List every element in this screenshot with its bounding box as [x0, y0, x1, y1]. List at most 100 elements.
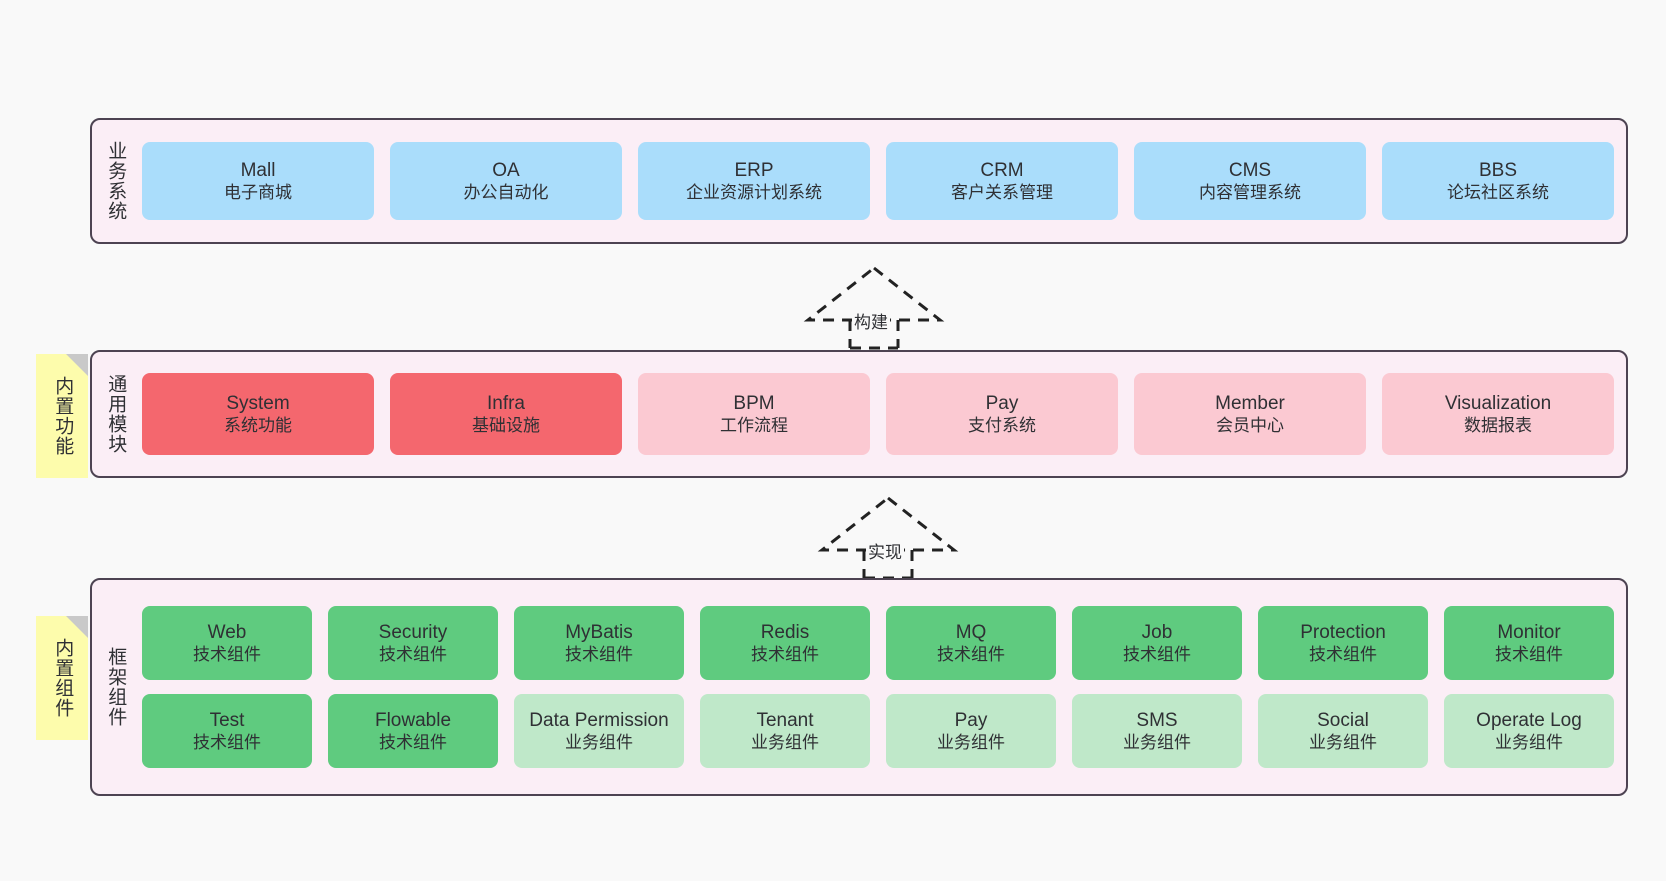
card-pay-module[interactable]: Pay 支付系统: [886, 373, 1118, 455]
card-flowable[interactable]: Flowable 技术组件: [328, 694, 498, 768]
card-infra-en: Infra: [486, 392, 526, 414]
layer-business-system-title: 业务系统: [105, 141, 127, 221]
card-mq[interactable]: MQ 技术组件: [886, 606, 1056, 680]
card-data-permission-zh: 业务组件: [565, 733, 633, 753]
card-bbs-zh: 论坛社区系统: [1447, 183, 1549, 203]
card-data-permission[interactable]: Data Permission 业务组件: [514, 694, 684, 768]
card-flowable-zh: 技术组件: [379, 733, 447, 753]
card-mq-en: MQ: [955, 621, 987, 643]
card-flowable-en: Flowable: [374, 709, 452, 731]
card-redis-en: Redis: [760, 621, 810, 643]
card-mall-zh: 电子商城: [224, 183, 292, 203]
card-web-zh: 技术组件: [193, 645, 261, 665]
arrow-build-label: 构建: [852, 308, 890, 333]
card-test[interactable]: Test 技术组件: [142, 694, 312, 768]
card-pay-component[interactable]: Pay 业务组件: [886, 694, 1056, 768]
card-social-zh: 业务组件: [1309, 733, 1377, 753]
layer-framework-component-cards: Web 技术组件 Security 技术组件 MyBatis 技术组件 Redi…: [138, 580, 1626, 794]
layer-common-module-cards: System 系统功能 Infra 基础设施 BPM 工作流程 Pay 支付系统…: [138, 352, 1626, 476]
card-member-zh: 会员中心: [1216, 416, 1284, 436]
card-sms-en: SMS: [1136, 709, 1178, 731]
card-infra[interactable]: Infra 基础设施: [390, 373, 622, 455]
card-mybatis-en: MyBatis: [565, 621, 633, 643]
framework-row-business: Test 技术组件 Flowable 技术组件 Data Permission …: [142, 694, 1614, 768]
card-pay-module-en: Pay: [985, 392, 1019, 414]
card-visualization-zh: 数据报表: [1464, 416, 1532, 436]
card-mq-zh: 技术组件: [937, 645, 1005, 665]
card-erp-en: ERP: [734, 159, 774, 181]
card-security[interactable]: Security 技术组件: [328, 606, 498, 680]
card-test-en: Test: [209, 709, 245, 731]
card-monitor-en: Monitor: [1497, 621, 1561, 643]
note-builtin-component-text: 内置组件: [52, 638, 74, 718]
card-web-en: Web: [207, 621, 247, 643]
arrow-build: 构建: [800, 262, 948, 350]
card-operate-log-zh: 业务组件: [1495, 733, 1563, 753]
card-monitor-zh: 技术组件: [1495, 645, 1563, 665]
card-redis[interactable]: Redis 技术组件: [700, 606, 870, 680]
card-oa-en: OA: [492, 159, 520, 181]
card-system[interactable]: System 系统功能: [142, 373, 374, 455]
framework-row-technical: Web 技术组件 Security 技术组件 MyBatis 技术组件 Redi…: [142, 606, 1614, 680]
card-pay-module-zh: 支付系统: [968, 416, 1036, 436]
arrow-implement: 实现: [814, 492, 962, 580]
card-protection-en: Protection: [1300, 621, 1386, 643]
layer-common-module: 通用模块 System 系统功能 Infra 基础设施 BPM 工作流程 Pay…: [90, 350, 1628, 478]
card-protection[interactable]: Protection 技术组件: [1258, 606, 1428, 680]
card-operate-log[interactable]: Operate Log 业务组件: [1444, 694, 1614, 768]
card-job[interactable]: Job 技术组件: [1072, 606, 1242, 680]
card-bbs[interactable]: BBS 论坛社区系统: [1382, 142, 1614, 220]
card-social-en: Social: [1317, 709, 1369, 731]
card-oa-zh: 办公自动化: [463, 183, 549, 203]
card-tenant[interactable]: Tenant 业务组件: [700, 694, 870, 768]
card-cms[interactable]: CMS 内容管理系统: [1134, 142, 1366, 220]
card-cms-zh: 内容管理系统: [1199, 183, 1301, 203]
card-sms-zh: 业务组件: [1123, 733, 1191, 753]
card-mybatis-zh: 技术组件: [565, 645, 633, 665]
card-security-zh: 技术组件: [379, 645, 447, 665]
note-builtin-component: 内置组件: [36, 616, 88, 740]
card-oa[interactable]: OA 办公自动化: [390, 142, 622, 220]
card-test-zh: 技术组件: [193, 733, 261, 753]
card-pay-component-en: Pay: [954, 709, 988, 731]
card-member-en: Member: [1215, 392, 1285, 414]
note-builtin-function-text: 内置功能: [52, 376, 74, 456]
card-system-en: System: [226, 392, 290, 414]
card-cms-en: CMS: [1228, 159, 1272, 181]
card-member[interactable]: Member 会员中心: [1134, 373, 1366, 455]
card-web[interactable]: Web 技术组件: [142, 606, 312, 680]
card-job-en: Job: [1141, 621, 1173, 643]
card-redis-zh: 技术组件: [751, 645, 819, 665]
card-tenant-zh: 业务组件: [751, 733, 819, 753]
card-protection-zh: 技术组件: [1309, 645, 1377, 665]
card-bpm[interactable]: BPM 工作流程: [638, 373, 870, 455]
card-bpm-en: BPM: [733, 392, 775, 414]
card-data-permission-en: Data Permission: [529, 709, 669, 731]
card-system-zh: 系统功能: [224, 416, 292, 436]
layer-common-module-title: 通用模块: [105, 374, 127, 454]
card-social[interactable]: Social 业务组件: [1258, 694, 1428, 768]
card-tenant-en: Tenant: [756, 709, 814, 731]
card-visualization[interactable]: Visualization 数据报表: [1382, 373, 1614, 455]
card-monitor[interactable]: Monitor 技术组件: [1444, 606, 1614, 680]
card-visualization-en: Visualization: [1444, 392, 1552, 414]
arrow-implement-label: 实现: [866, 538, 904, 563]
layer-framework-component-title: 框架组件: [105, 647, 127, 727]
card-mall[interactable]: Mall 电子商城: [142, 142, 374, 220]
card-crm-en: CRM: [980, 159, 1024, 181]
card-mall-en: Mall: [240, 159, 276, 181]
card-bbs-en: BBS: [1478, 159, 1518, 181]
card-erp[interactable]: ERP 企业资源计划系统: [638, 142, 870, 220]
card-infra-zh: 基础设施: [472, 416, 540, 436]
card-security-en: Security: [378, 621, 448, 643]
card-crm-zh: 客户关系管理: [951, 183, 1053, 203]
note-builtin-function: 内置功能: [36, 354, 88, 478]
card-pay-component-zh: 业务组件: [937, 733, 1005, 753]
card-crm[interactable]: CRM 客户关系管理: [886, 142, 1118, 220]
card-job-zh: 技术组件: [1123, 645, 1191, 665]
card-operate-log-en: Operate Log: [1476, 709, 1582, 731]
card-mybatis[interactable]: MyBatis 技术组件: [514, 606, 684, 680]
card-sms[interactable]: SMS 业务组件: [1072, 694, 1242, 768]
layer-business-system-cards: Mall 电子商城 OA 办公自动化 ERP 企业资源计划系统 CRM 客户关系…: [138, 120, 1626, 242]
